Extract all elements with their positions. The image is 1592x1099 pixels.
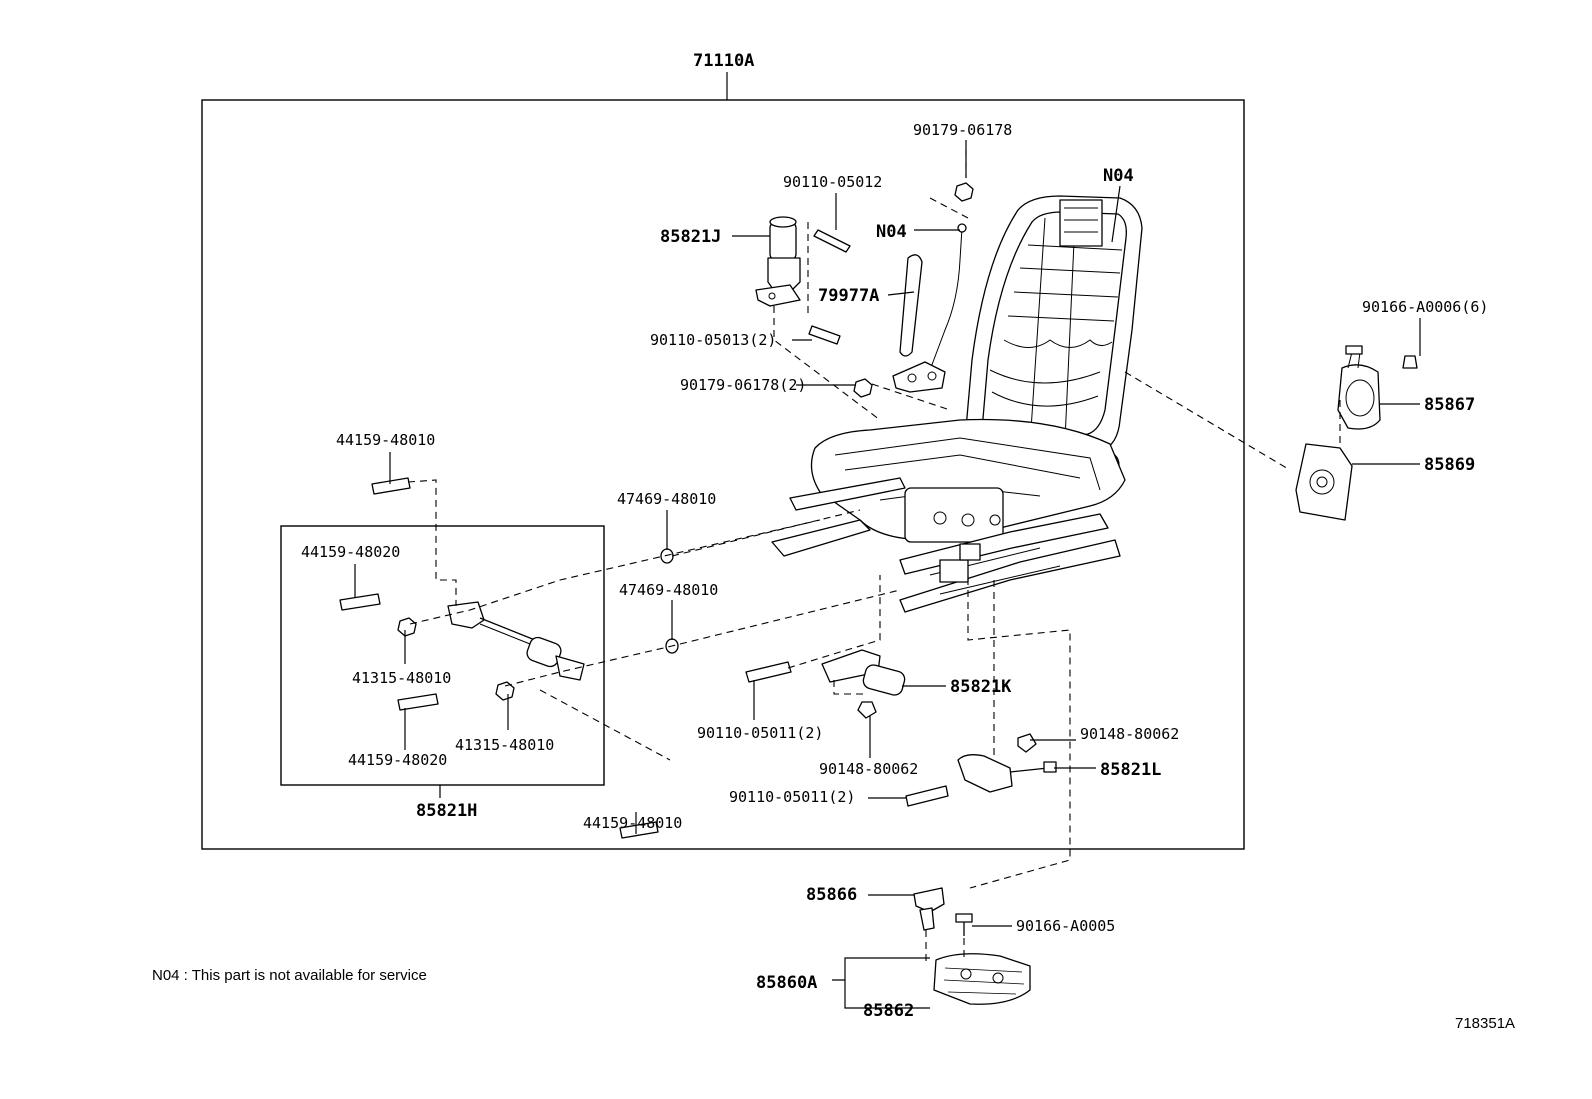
label-47469-48010-b: 47469-48010 (619, 581, 718, 599)
leader-lines (354, 140, 1421, 1009)
label-85869: 85869 (1424, 455, 1475, 475)
slide-adjuster-illustration (339, 477, 679, 839)
label-n04-left: N04 (876, 222, 907, 242)
label-85866: 85866 (806, 885, 857, 905)
assembly-frame (201, 99, 1245, 850)
label-85821k: 85821K (950, 677, 1012, 697)
assembly-label: 71110A (693, 51, 754, 71)
label-90110-05013: 90110-05013(2) (650, 331, 776, 349)
label-90166-a0006: 90166-A0006(6) (1362, 298, 1488, 316)
bolt-90110-05012 (813, 229, 851, 253)
label-90148-80062-b: 90148-80062 (1080, 725, 1179, 743)
bolt-90110-05013 (808, 325, 841, 345)
label-85821h: 85821H (416, 801, 477, 821)
label-90166-a0005: 90166-A0005 (1016, 917, 1115, 935)
label-90110-05012: 90110-05012 (783, 173, 882, 191)
label-90110-05011-a: 90110-05011(2) (697, 724, 823, 742)
seat-frame-illustration (771, 195, 1143, 613)
label-90179-06178-2: 90179-06178(2) (680, 376, 806, 394)
label-44159-48020-a: 44159-48020 (301, 543, 400, 561)
sub-assembly-frame-85821h (280, 525, 605, 786)
label-85860a: 85860A (756, 973, 817, 993)
footnote: N04 : This part is not available for ser… (152, 967, 427, 984)
nut-90179-06178-2 (853, 378, 873, 398)
motor-85821l-illustration (905, 733, 1057, 807)
label-90110-05011-b: 90110-05011(2) (729, 788, 855, 806)
label-44159-48010-bottom: 44159-48010 (583, 814, 682, 832)
recliner-cover-illustration (1295, 345, 1418, 521)
motor-85821k-illustration (745, 649, 906, 719)
assembly-dashed-lines (407, 150, 1341, 966)
label-41315-48010-b: 41315-48010 (455, 736, 554, 754)
label-79977a: 79977A (818, 286, 879, 306)
label-85821l: 85821L (1100, 760, 1161, 780)
label-85862: 85862 (863, 1001, 914, 1021)
label-41315-48010-a: 41315-48010 (352, 669, 451, 687)
label-85821j: 85821J (660, 227, 721, 247)
label-85867: 85867 (1424, 395, 1475, 415)
label-47469-48010-a: 47469-48010 (617, 490, 716, 508)
label-44159-48010-top: 44159-48010 (336, 431, 435, 449)
switch-assembly-illustration (913, 887, 1031, 1005)
diagram-id: 718351A (1455, 1015, 1515, 1032)
nut-90179-06178-top (954, 182, 974, 202)
label-n04-top-right: N04 (1103, 166, 1134, 186)
headrest-wire-illustration (892, 223, 967, 393)
label-90148-80062-a: 90148-80062 (819, 760, 918, 778)
label-44159-48020-b: 44159-48020 (348, 751, 447, 769)
label-90179-06178-top: 90179-06178 (913, 121, 1012, 139)
motor-85821j-illustration (755, 216, 801, 307)
